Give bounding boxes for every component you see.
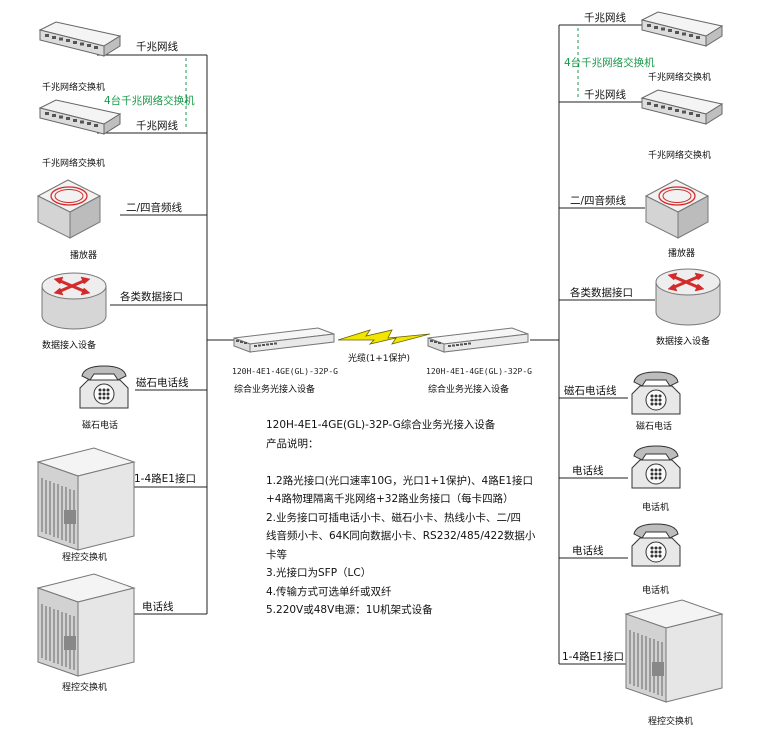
right-line-gigabit-2: 千兆网线 [584,88,626,101]
description-line-4: 线音频小卡、64K同向数据小卡、RS232/485/422数据小 [266,530,536,542]
right-magneto-phone-label: 磁石电话 [636,420,672,432]
right-switch-group-note: 4台千兆网络交换机 [564,56,655,69]
left-magneto-phone-label: 磁石电话 [82,419,118,431]
description-line-6: 3.光接口为SFP（LC） [266,567,372,579]
description-line-8: 5.220V或48V电源：1U机架式设备 [266,604,433,616]
right-line-phone-2: 电话线 [572,544,604,557]
center-left-rack-icon [233,327,335,353]
description-line-5: 卡等 [266,548,287,561]
left-line-data: 各类数据接口 [120,290,183,303]
center-right-device-model: 120H-4E1-4GE(GL)-32P-G [426,367,532,376]
right-player-label: 播放器 [668,247,695,259]
fiber-label: 光缆(1+1保护) [348,352,410,364]
right-switch-2-label: 千兆网络交换机 [648,149,711,161]
center-right-rack-icon [427,327,529,353]
description-title: 120H-4E1-4GE(GL)-32P-G综合业务光接入设备 [266,419,496,431]
description-line-7: 4.传输方式可选单纤或双纤 [266,585,392,598]
description-spacer [266,453,566,472]
center-right-device-name: 综合业务光接入设备 [428,383,509,395]
left-data-device-label: 数据接入设备 [42,339,96,351]
center-left-device-model: 120H-4E1-4GE(GL)-32P-G [232,367,338,376]
right-pbx-icon [625,599,723,703]
right-switch-2-icon [641,89,723,125]
left-line-audio: 二/四音频线 [126,201,183,214]
right-line-audio: 二/四音频线 [570,194,627,207]
right-switch-1-label: 千兆网络交换机 [648,71,711,83]
right-line-e1: 1-4路E1接口 [562,650,624,663]
left-line-e1: 1-4路E1接口 [134,472,196,485]
right-phone-1-icon [631,445,681,489]
left-pbx-1-icon [37,447,135,551]
left-player-icon [37,179,101,239]
left-switch-group-note: 4台千兆网络交换机 [104,94,195,107]
left-router-icon [40,271,108,331]
right-magneto-phone-icon [631,371,681,415]
right-line-phone-1: 电话线 [572,464,604,477]
right-line-gigabit-1: 千兆网线 [584,11,626,24]
left-switch-2-label: 千兆网络交换机 [42,157,105,169]
right-router-icon [654,267,722,327]
center-left-device-name: 综合业务光接入设备 [234,383,315,395]
right-switch-1-icon [641,11,723,47]
left-switch-1-icon [39,21,121,57]
left-line-magneto: 磁石电话线 [136,376,189,389]
left-magneto-phone-icon [79,365,129,409]
description-line-2: +4路物理隔离千兆网络+32路业务接口（每卡四路） [266,493,514,505]
left-line-gigabit-2: 千兆网线 [136,119,178,132]
left-line-gigabit-1: 千兆网线 [136,40,178,53]
right-line-magneto: 磁石电话线 [564,384,617,397]
product-description: 120H-4E1-4GE(GL)-32P-G综合业务光接入设备 产品说明： 1.… [266,416,566,620]
description-subtitle: 产品说明： [266,437,319,450]
left-pbx-2-label: 程控交换机 [62,681,107,693]
right-pbx-label: 程控交换机 [648,715,693,727]
right-phone-2-icon [631,523,681,567]
description-line-1: 1.2路光接口(光口速率10G，光口1+1保护)、4路E1接口 [266,474,534,487]
left-player-label: 播放器 [70,249,97,261]
left-pbx-2-icon [37,573,135,677]
left-pbx-1-label: 程控交换机 [62,551,107,563]
right-player-icon [645,179,709,239]
description-line-3: 2.业务接口可插电话小卡、磁石小卡、热线小卡、二/四 [266,511,522,524]
right-phone-1-label: 电话机 [642,501,669,513]
left-line-phone: 电话线 [142,600,174,613]
right-data-device-label: 数据接入设备 [656,335,710,347]
fiber-lightning-icon [337,329,431,345]
right-phone-2-label: 电话机 [642,584,669,596]
right-line-data: 各类数据接口 [570,286,633,299]
left-switch-1-label: 千兆网络交换机 [42,81,105,93]
